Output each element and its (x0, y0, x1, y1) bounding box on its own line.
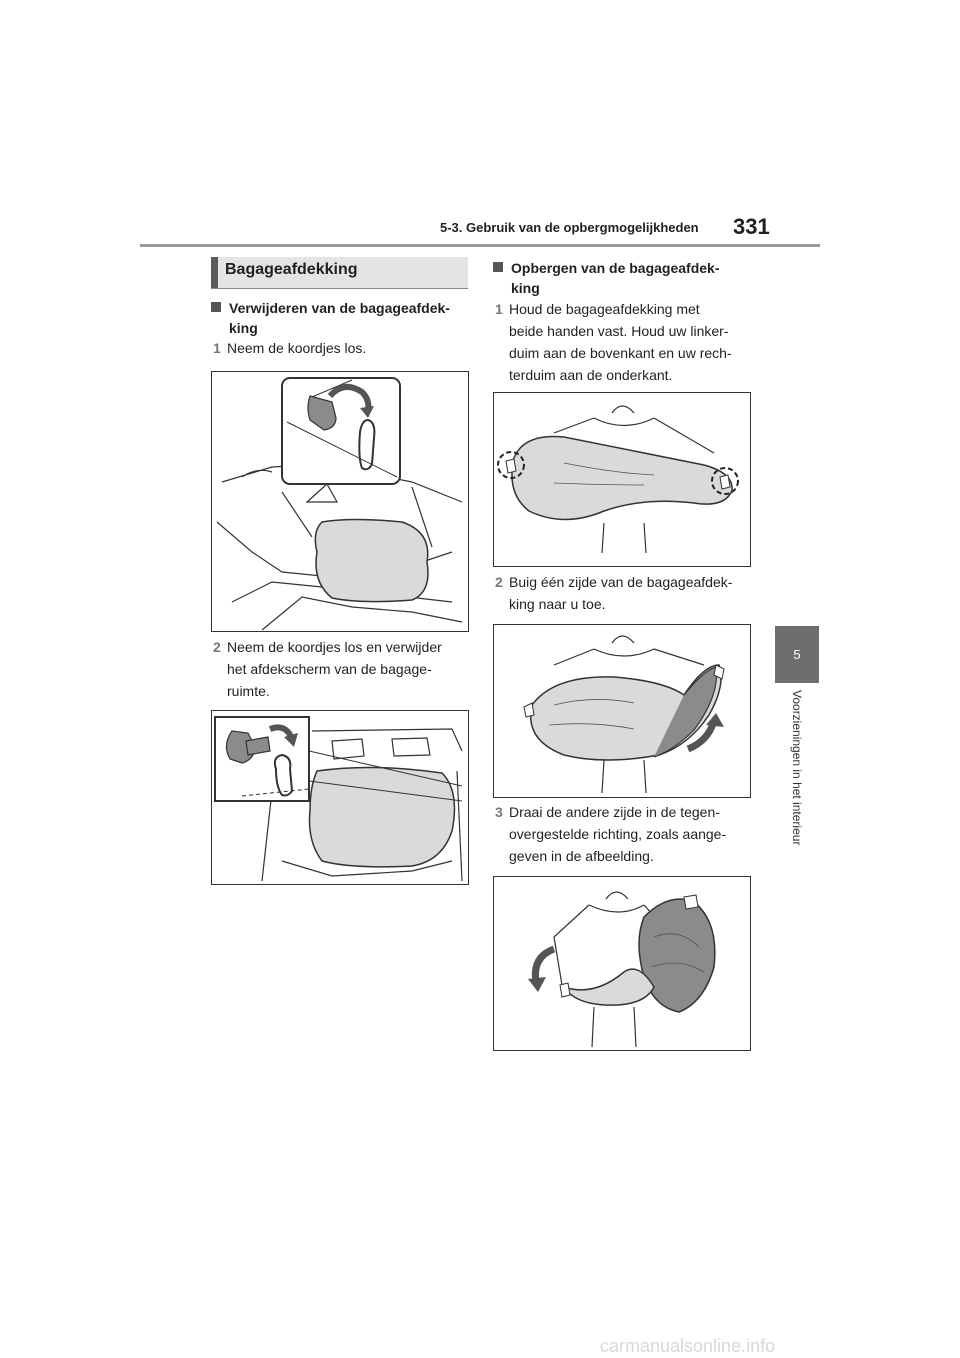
figure-bend-cover (493, 624, 751, 798)
left-step-2: 2 Neem de koordjes los en verwijder het … (213, 639, 442, 699)
figure-detach-cords (211, 371, 469, 632)
remove-cover-illustration (214, 716, 463, 882)
header-rule (140, 244, 820, 247)
subheading-remove: Verwijderen van de bagageafdek- (211, 297, 450, 319)
running-header-section: 5-3. Gebruik van de opbergmogelijkheden (440, 220, 699, 235)
square-bullet-icon (493, 262, 503, 272)
subheading-store: Opbergen van de bagageafdek- (493, 257, 720, 279)
figure-hold-cover (493, 392, 751, 567)
hold-cover-illustration (497, 405, 739, 554)
page-number: 331 (733, 214, 770, 239)
right-step-1: 1 Houd de bagageafdekking met beide hand… (495, 301, 732, 383)
subheading-remove-cont: king (229, 320, 258, 336)
chapter-tab[interactable]: 5 (775, 626, 819, 683)
detach-cord-illustration (216, 377, 463, 631)
bend-cover-illustration (523, 635, 725, 794)
section-heading: Bagageafdekking (211, 257, 468, 289)
right-step-2: 2 Buig één zijde van de bagageafdek- kin… (495, 574, 733, 612)
right-step-3: 3 Draai de andere zijde in de tegen- ove… (495, 804, 727, 864)
section-title: Bagageafdekking (225, 261, 358, 278)
figure-twist-cover (493, 876, 751, 1051)
left-step-1: 1 Neem de koordjes los. (213, 340, 367, 356)
square-bullet-icon (211, 302, 221, 312)
watermark: carmanualsonline.info (600, 1336, 776, 1356)
figure-remove-cover (211, 710, 469, 885)
twist-cover-illustration (528, 891, 716, 1048)
section-heading-bar (211, 257, 218, 288)
chapter-title-vertical: Voorzieningen in het interieur (790, 690, 804, 846)
subheading-store-cont: king (511, 280, 540, 296)
